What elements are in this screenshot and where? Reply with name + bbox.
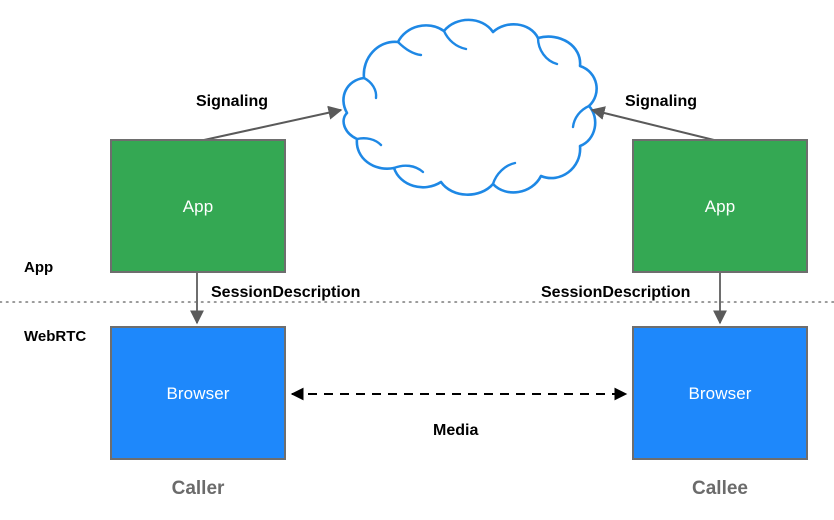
node-app-caller[interactable]: App xyxy=(110,139,286,273)
signaling-cloud-icon xyxy=(342,18,598,196)
edge-label-signaling-caller: Signaling xyxy=(196,93,268,110)
endpoint-label-callee: Callee xyxy=(692,478,748,499)
node-app-callee[interactable]: App xyxy=(632,139,808,273)
edge-label-media: Media xyxy=(433,422,479,439)
node-browser-caller[interactable]: Browser xyxy=(110,326,286,460)
edge-label-session-description-callee: SessionDescription xyxy=(541,284,691,301)
node-browser-callee-label: Browser xyxy=(688,383,752,403)
node-app-callee-label: App xyxy=(704,196,736,216)
signaling-arrow-callee xyxy=(590,106,715,141)
edge-label-signaling-callee: Signaling xyxy=(625,93,697,110)
node-browser-caller-label: Browser xyxy=(166,383,230,403)
endpoint-label-caller: Caller xyxy=(171,478,225,499)
signaling-arrow-caller xyxy=(203,105,343,141)
node-app-caller-label: App xyxy=(182,196,214,216)
node-browser-callee[interactable]: Browser xyxy=(632,326,808,460)
edge-label-session-description-caller: SessionDescription xyxy=(211,284,361,301)
layer-label-webrtc: WebRTC xyxy=(24,328,87,345)
layer-label-app: App xyxy=(24,259,54,276)
